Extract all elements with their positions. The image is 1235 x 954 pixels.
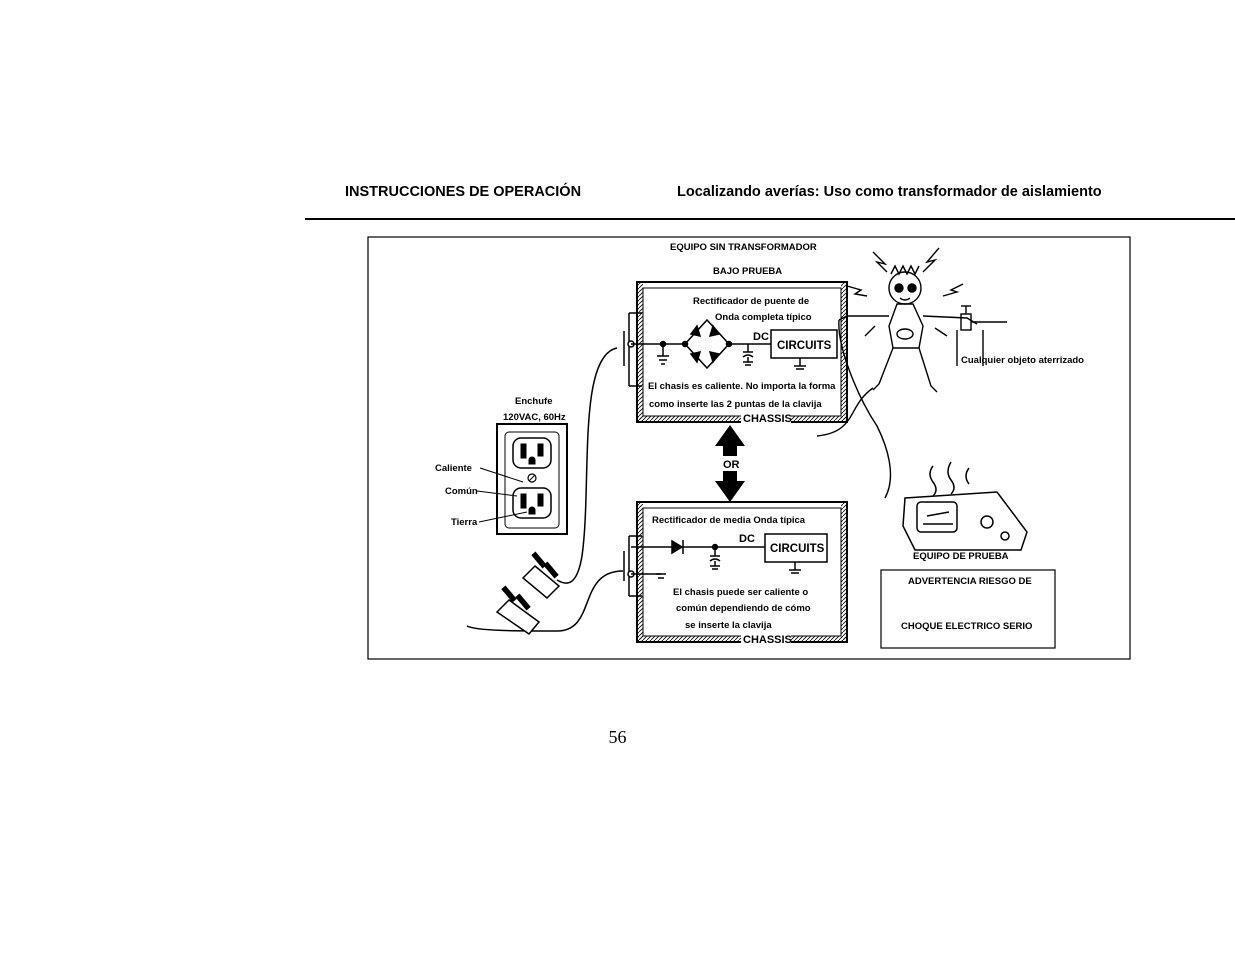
- outlet-label-2: 120VAC, 60Hz: [503, 412, 566, 423]
- ground-label: Tierra: [451, 517, 478, 528]
- wall-outlet: [496, 423, 568, 535]
- full-wave-label-2: Onda completa típico: [715, 312, 812, 323]
- chassis-hot-label-1: El chasis es caliente. No importa la for…: [648, 381, 836, 392]
- or-double-arrow: [715, 425, 745, 502]
- top-box-title-2: BAJO PRUEBA: [713, 266, 782, 277]
- hot-label: Caliente: [435, 463, 472, 474]
- shocked-person-illustration: [816, 247, 1007, 499]
- plug-lower: [495, 585, 541, 636]
- outlet-pointers: [476, 467, 528, 523]
- top-box-title-1: EQUIPO SIN TRANSFORMADOR: [670, 242, 817, 253]
- power-cords: [466, 347, 624, 632]
- chassis-tag-bg-bottom: [741, 633, 791, 645]
- dc-label-top: DC: [753, 331, 769, 343]
- header-right-title: Localizando averías: Uso como transforma…: [677, 184, 1102, 200]
- warning-label-2: CHOQUE ELECTRICO SERIO: [901, 621, 1032, 632]
- grounded-object-label: Cualquier objeto aterrizado: [961, 355, 1084, 366]
- chassis-maybe-label-3: se inserte la clavija: [685, 620, 772, 631]
- outlet-label-1: Enchufe: [515, 396, 552, 407]
- chassis-label-bottom: CHASSIS: [743, 634, 792, 646]
- plug-upper: [521, 551, 561, 600]
- chassis-hot-label-2: como inserte las 2 puntas de la clavija: [649, 399, 822, 410]
- header-left-title: INSTRUCCIONES DE OPERACIÓN: [345, 184, 582, 200]
- common-label: Común: [445, 486, 478, 497]
- chassis-tag-bg-top: [741, 412, 791, 424]
- chassis-label-top: CHASSIS: [743, 413, 792, 425]
- half-wave-label: Rectificador de media Onda típica: [652, 515, 806, 526]
- circuits-label-bottom: CIRCUITS: [770, 543, 825, 555]
- warning-box: [880, 569, 1056, 649]
- chassis-maybe-label-1: El chasis puede ser caliente o: [673, 587, 808, 598]
- figure-frame: [367, 236, 1131, 660]
- schematic-figure: EQUIPO SIN TRANSFORMADOR BAJO PRUEBA Rec…: [367, 236, 1132, 661]
- test-equipment-label: EQUIPO DE PRUEBA: [913, 551, 1009, 562]
- header-divider: [305, 218, 1235, 220]
- half-wave-rectifier: [623, 533, 828, 597]
- bridge-rectifier: [631, 318, 838, 370]
- chassis-maybe-label-2: común dependiendo de cómo: [676, 603, 811, 614]
- circuits-label-top: CIRCUITS: [777, 340, 832, 352]
- page-number: 56: [608, 727, 627, 747]
- dc-label-bottom: DC: [739, 533, 755, 545]
- or-label: OR: [723, 459, 740, 471]
- test-equipment-illustration: [902, 461, 1028, 551]
- schematic-drawing: EQUIPO SIN TRANSFORMADOR BAJO PRUEBA Rec…: [367, 236, 1131, 660]
- warning-label-1: ADVERTENCIA RIESGO DE: [908, 576, 1032, 587]
- full-wave-label-1: Rectificador de puente de: [693, 296, 809, 307]
